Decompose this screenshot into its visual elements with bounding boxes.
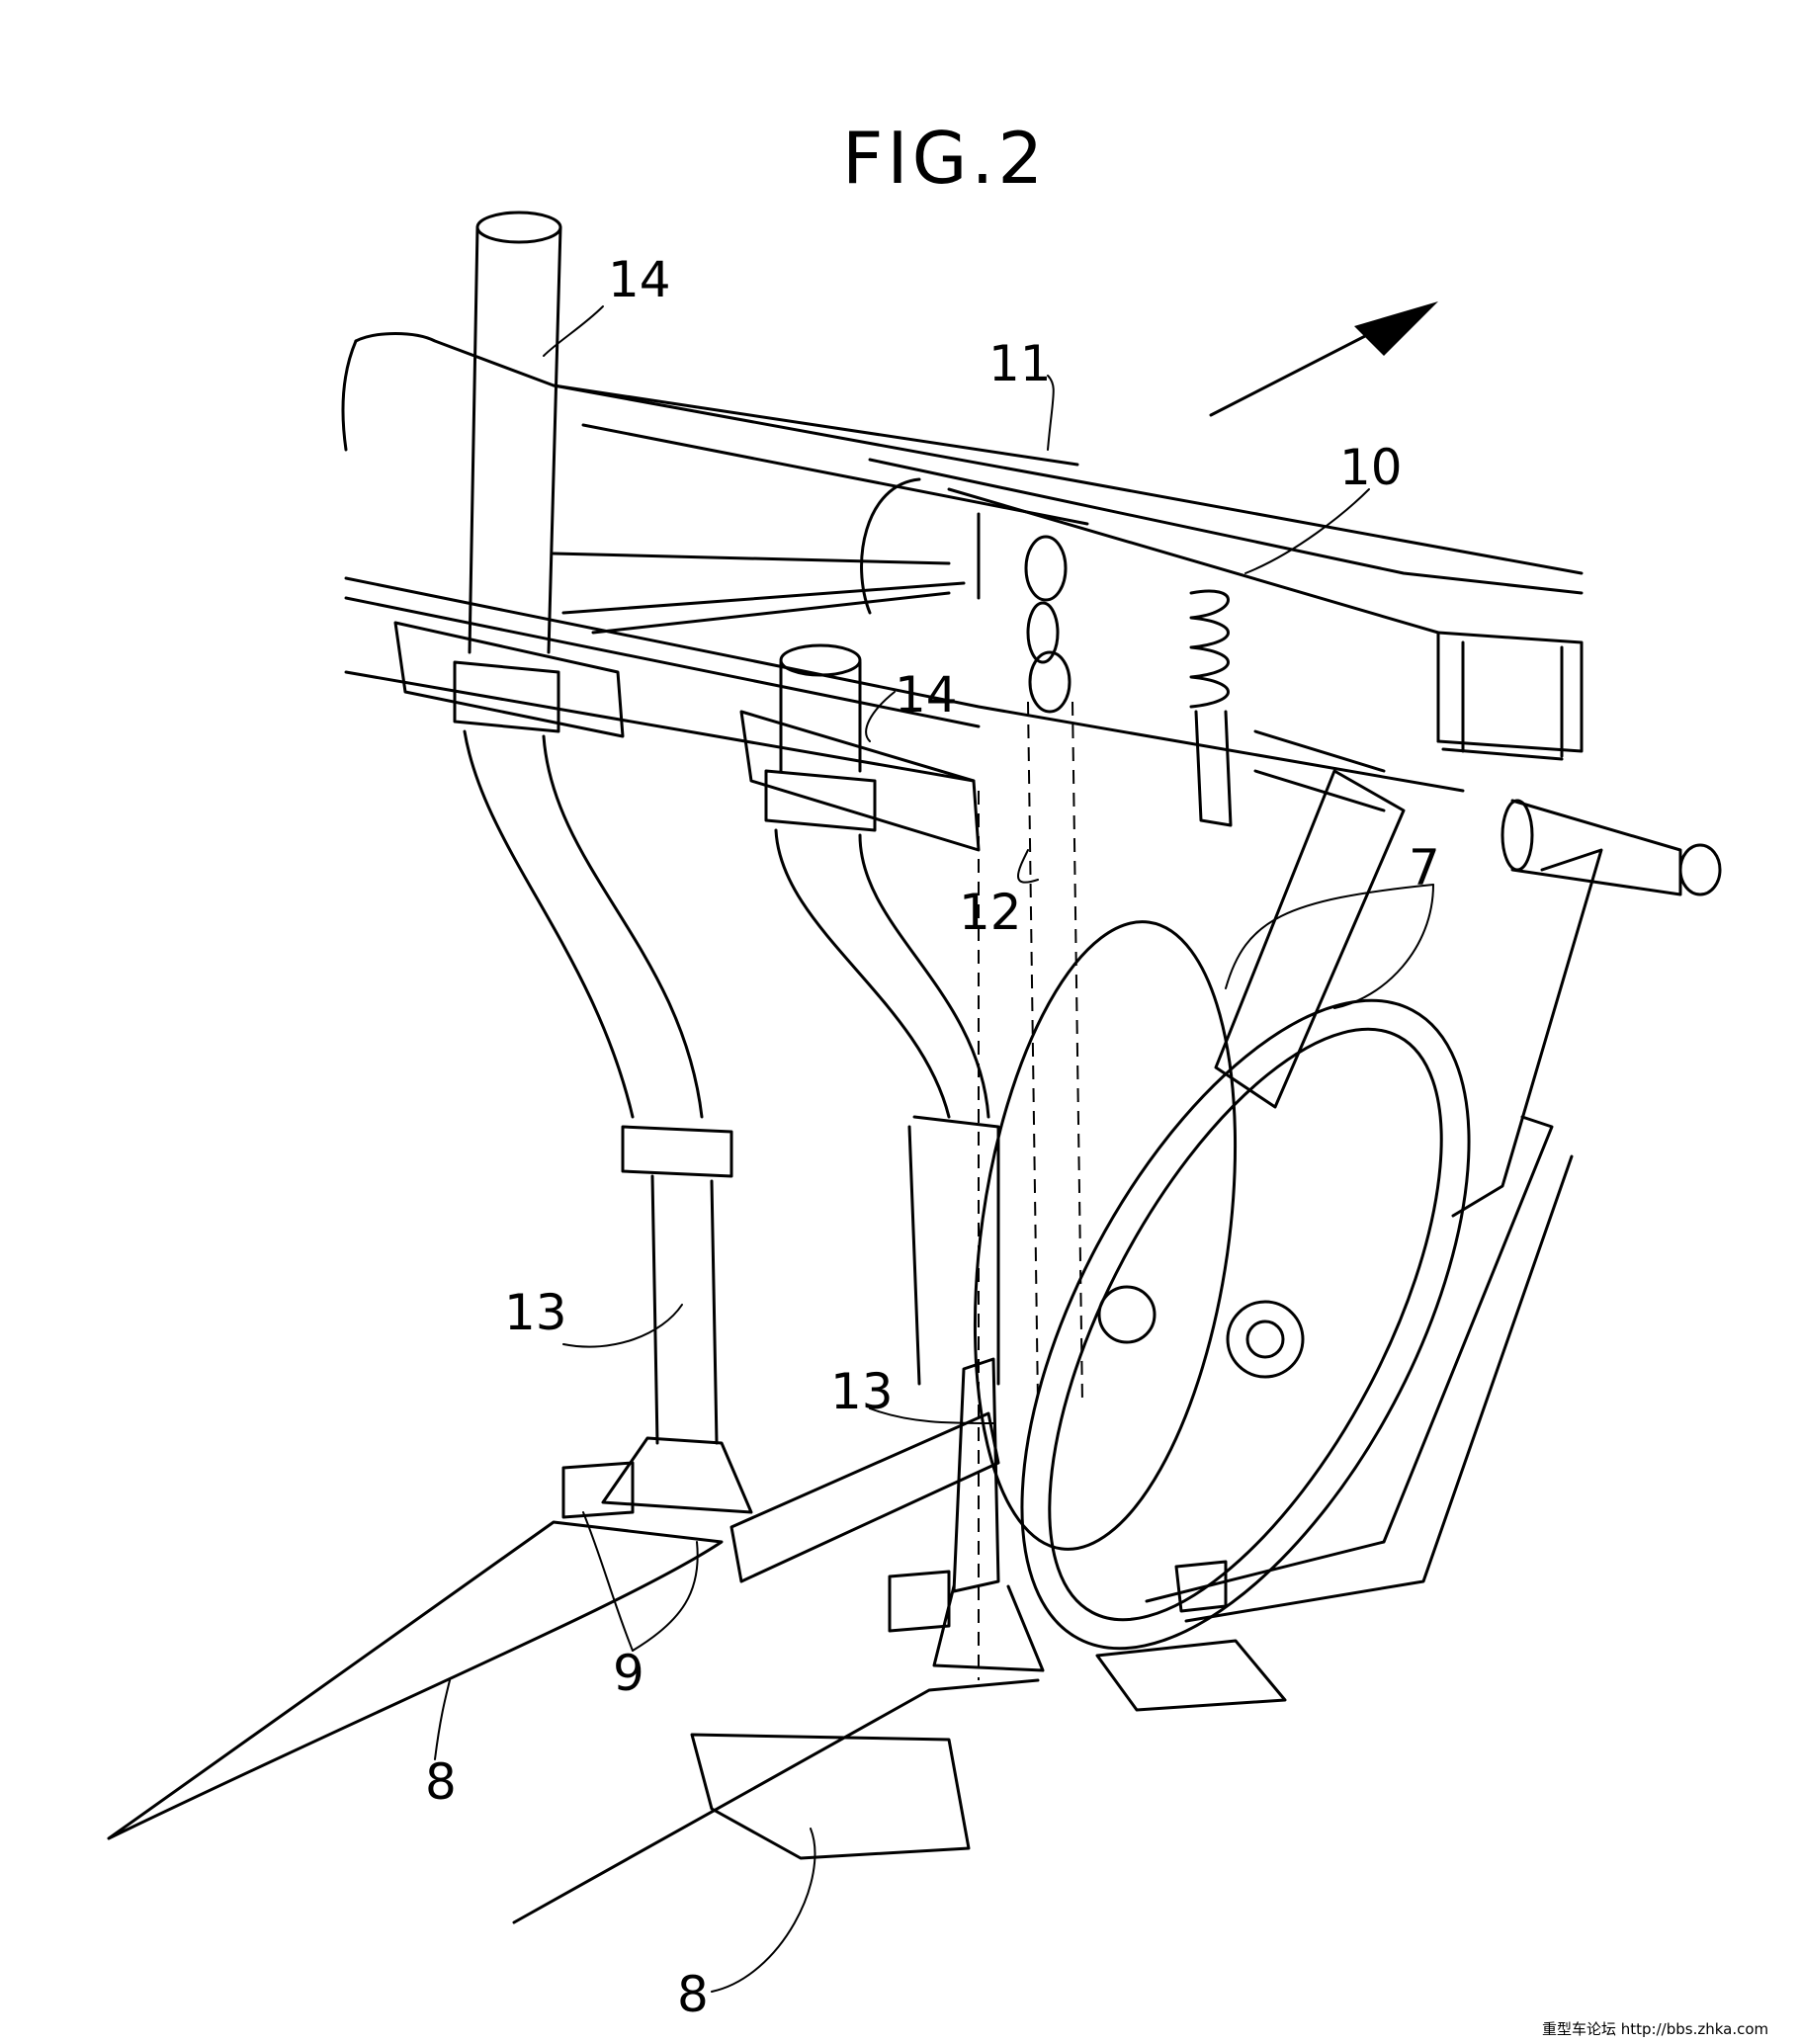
skid-bar <box>561 1411 1228 1633</box>
main-beam <box>341 332 1584 761</box>
watermark: 重型车论坛 http://bbs.zhka.com <box>1542 2020 1768 2038</box>
label-8-left: 8 <box>425 1753 457 1811</box>
leader-lines <box>434 305 1434 1993</box>
tube-14-left <box>453 211 753 1514</box>
label-11: 11 <box>988 335 1052 392</box>
label-7: 7 <box>1409 839 1440 896</box>
label-13-left: 13 <box>504 1284 567 1341</box>
cross-shaft <box>1253 729 1722 896</box>
disc-arm <box>1145 769 1603 1623</box>
spring <box>1189 589 1233 827</box>
disc-front <box>973 920 1238 1551</box>
figure-title: FIG.2 <box>842 117 1047 200</box>
label-13-right: 13 <box>830 1363 894 1420</box>
disc-rear <box>1020 998 1471 1651</box>
label-10: 10 <box>1339 439 1403 496</box>
label-8-bottom: 8 <box>677 1966 709 2023</box>
label-14-right: 14 <box>895 666 958 724</box>
label-14-left: 14 <box>608 251 671 308</box>
furrow <box>107 1520 1287 1924</box>
guide-lines <box>978 701 1083 1680</box>
label-9: 9 <box>613 1645 644 1702</box>
chain-link <box>1024 535 1071 714</box>
label-12: 12 <box>959 884 1022 941</box>
disc-hub <box>1097 1285 1305 1379</box>
direction-arrow <box>1209 301 1438 417</box>
